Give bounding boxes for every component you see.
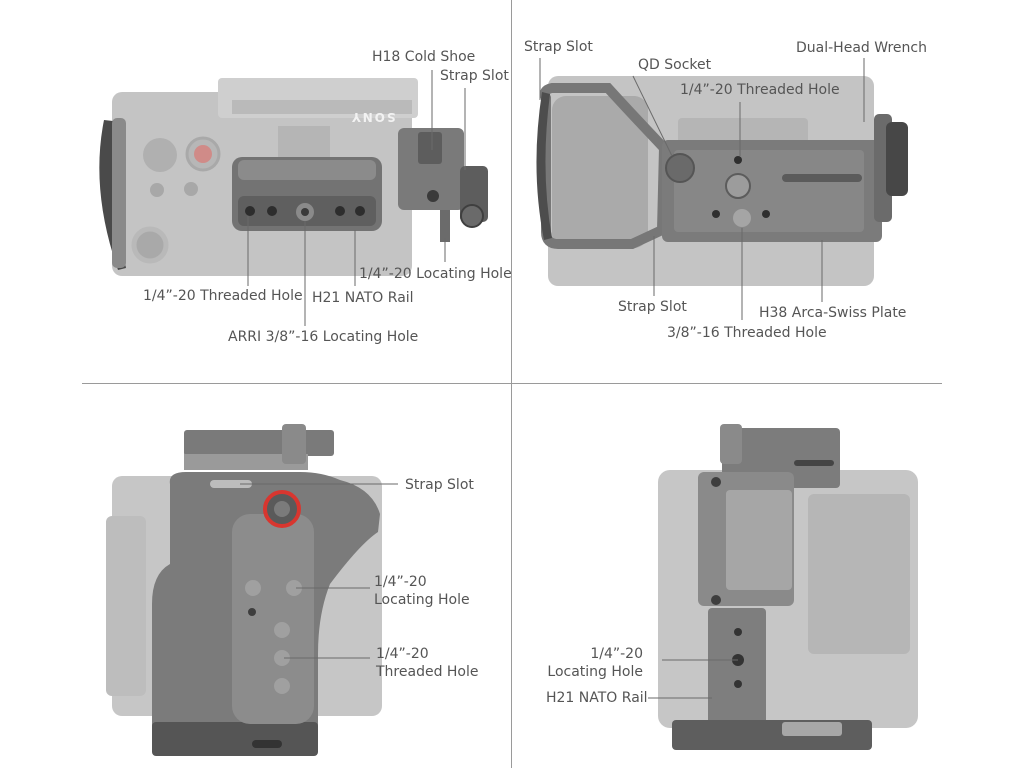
rail-hole <box>335 206 345 216</box>
locating-hole <box>734 680 742 688</box>
opposite-side-illustration <box>648 424 918 750</box>
qd-socket <box>665 153 695 183</box>
threaded-hole <box>274 622 290 638</box>
vertical-divider <box>511 0 512 768</box>
control-wheel <box>131 226 169 264</box>
mode-dial <box>143 138 177 172</box>
top-knob <box>282 424 306 464</box>
label-nato-rail: H21 NATO Rail <box>312 290 414 306</box>
camera-back-panel <box>106 516 146 696</box>
threaded-hole <box>734 156 742 164</box>
label-arca-plate: H38 Arca-Swiss Plate <box>759 305 907 321</box>
wrench-clamp <box>886 122 908 196</box>
button-3 <box>150 183 164 197</box>
locating-hole <box>734 628 742 636</box>
record-button-center <box>194 145 212 163</box>
label-locating-hole: 1/4”-20 Locating Hole <box>547 646 643 680</box>
label-threaded-hole: 1/4”-20 Threaded Hole <box>376 646 479 680</box>
nato-rail <box>708 608 766 726</box>
threaded-hole-38 <box>733 209 751 227</box>
label-camera-brand: SONY <box>350 110 396 124</box>
label-cold-shoe: H18 Cold Shoe <box>372 49 476 65</box>
grip-side-illustration <box>106 424 398 756</box>
bottom-view-illustration <box>536 58 908 320</box>
screw <box>711 477 721 487</box>
label-locating-hole: 1/4”-20 Locating Hole <box>374 574 470 608</box>
button-2 <box>184 182 198 196</box>
grip-handle-lower <box>152 722 318 756</box>
rail-hole <box>355 206 365 216</box>
camera-side-panel <box>808 494 910 654</box>
cage-side-block <box>398 128 464 210</box>
bottom-slot <box>252 740 282 748</box>
threaded-hole <box>274 678 290 694</box>
grip-front-face <box>232 514 314 724</box>
label-strap-slot-bottom: Strap Slot <box>618 299 687 315</box>
locating-hole <box>286 580 302 596</box>
small-hole <box>248 608 256 616</box>
wrench-slot <box>782 174 862 182</box>
label-strap-slot: Strap Slot <box>440 68 509 84</box>
threaded-hole <box>712 210 720 218</box>
label-locating-hole: 1/4”-20 Locating Hole <box>359 266 512 282</box>
locating-pin <box>440 210 450 242</box>
cold-shoe-mount <box>418 132 442 164</box>
locating-screw <box>427 190 439 202</box>
bottom-plate <box>672 720 872 750</box>
camera-lens-mount-side <box>232 100 412 114</box>
nato-rail-top-lip <box>238 160 376 180</box>
label-nato-rail: H21 NATO Rail <box>546 690 648 706</box>
label-wrench: Dual-Head Wrench <box>796 40 927 56</box>
cage-frame-left <box>539 83 670 249</box>
grip-strip <box>112 118 126 268</box>
label-threaded-38: 3/8”-16 Threaded Hole <box>667 325 827 341</box>
rail-center-hole-inner <box>301 208 309 216</box>
bottom-plate-lip <box>782 722 842 736</box>
label-qd-socket: QD Socket <box>638 57 712 73</box>
label-arri-hole: ARRI 3/8”-16 Locating Hole <box>228 329 419 345</box>
red-ring-knob-center <box>274 501 290 517</box>
leader-qd-socket <box>632 75 673 157</box>
label-threaded-hole: 1/4”-20 Threaded Hole <box>143 288 303 304</box>
lens-mount-ring <box>678 118 808 144</box>
side-plate-inner <box>726 490 792 590</box>
rail-hole <box>245 206 255 216</box>
top-bracket-base <box>184 454 308 470</box>
locating-hole <box>245 580 261 596</box>
strap-slot-edge <box>536 92 552 240</box>
rail-hole <box>267 206 277 216</box>
arca-plate-recess <box>674 150 864 232</box>
label-strap-slot: Strap Slot <box>405 477 474 493</box>
thumb-screw <box>460 204 484 228</box>
threaded-hole <box>762 210 770 218</box>
label-threaded-hole: 1/4”-20 Threaded Hole <box>680 82 840 98</box>
top-view-illustration <box>99 70 488 326</box>
top-bracket <box>184 430 334 456</box>
top-bracket-slot <box>794 460 834 466</box>
battery-door <box>552 96 648 248</box>
threaded-hole <box>274 650 290 666</box>
screw <box>711 595 721 605</box>
label-strap-slot-top: Strap Slot <box>524 39 593 55</box>
horizontal-divider <box>82 383 942 384</box>
top-knob <box>720 424 742 464</box>
strap-slot <box>210 480 252 488</box>
captive-screw <box>725 173 751 199</box>
